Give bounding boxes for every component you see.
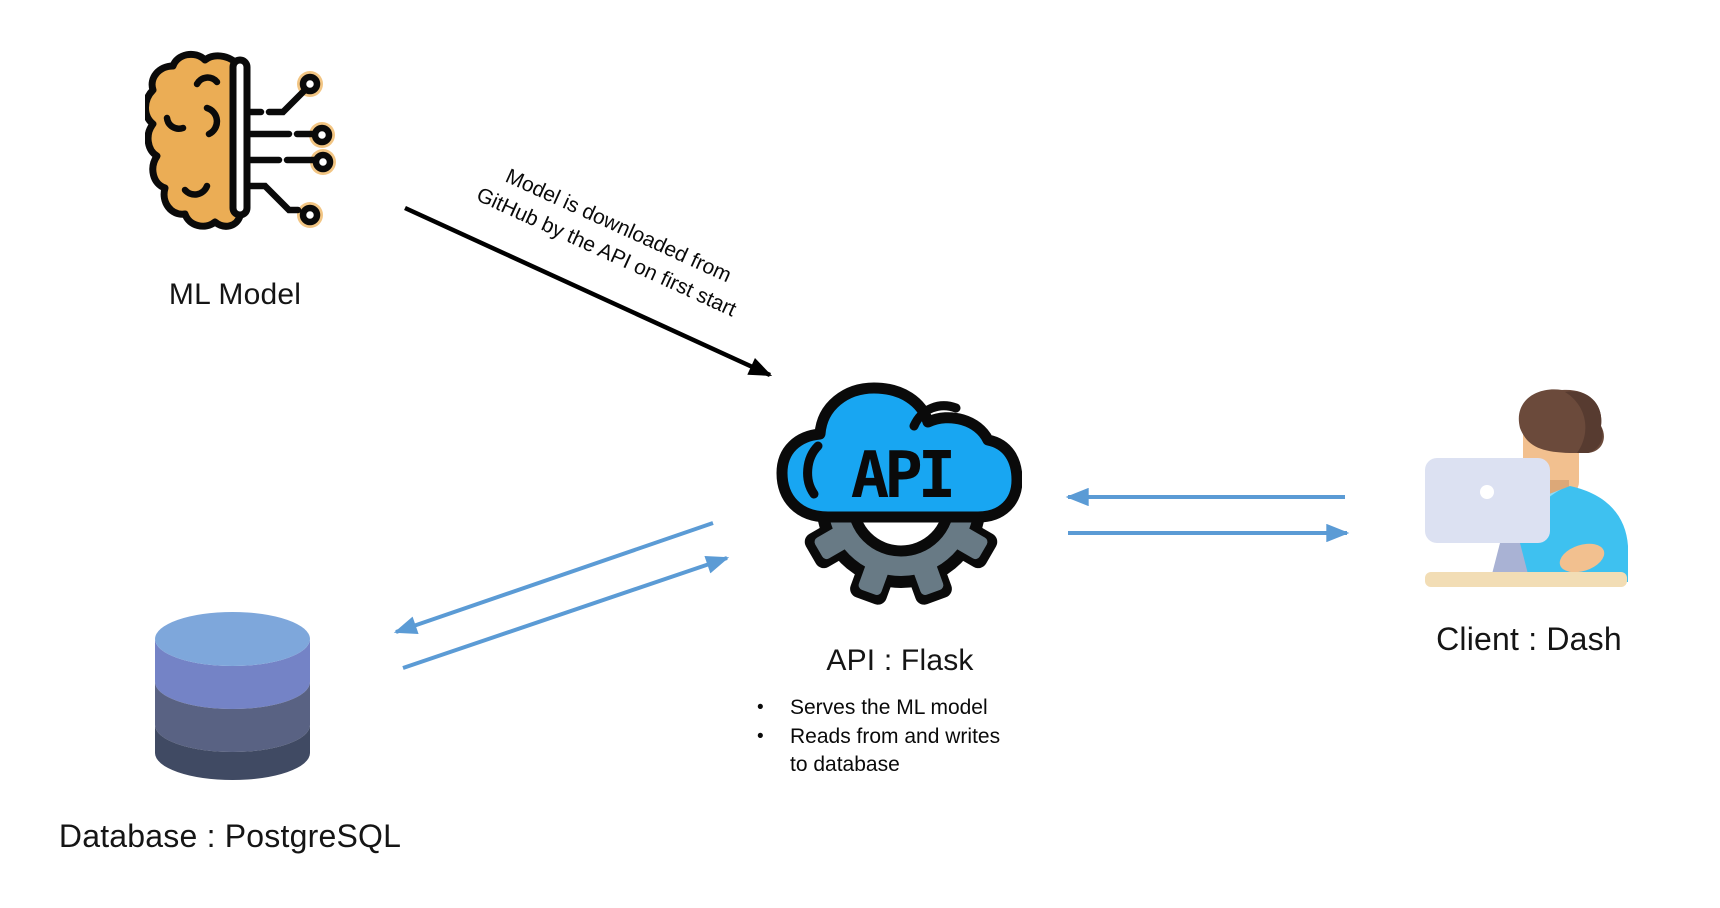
db-band-3	[155, 725, 310, 780]
monitor	[1425, 458, 1550, 543]
list-item: • Reads from and writes to database	[757, 723, 1057, 779]
circuit-lines	[245, 86, 318, 214]
hair-shade	[1565, 391, 1603, 453]
brain-detail-lines	[163, 74, 221, 198]
cloud-shape	[776, 382, 1022, 523]
brain-shape	[145, 50, 244, 230]
bullet-text: Serves the ML model	[790, 696, 988, 719]
brain-circuit-icon	[145, 50, 336, 230]
db-band-2	[155, 682, 310, 752]
ml-model-label: ML Model	[168, 278, 302, 311]
monitor-dot	[1480, 485, 1494, 499]
brain-stem	[229, 56, 251, 219]
bullet-icon: •	[757, 725, 764, 747]
circuit-nodes	[299, 73, 334, 226]
hand	[1559, 543, 1605, 573]
desk	[1425, 572, 1627, 587]
db-band-1	[155, 639, 310, 709]
api-icon-text: API	[851, 439, 952, 513]
database-label: Database : PostgreSQL	[58, 818, 402, 854]
client-person-icon	[1425, 389, 1628, 587]
list-item: • Serves the ML model	[757, 694, 1057, 722]
db-to-api-arrow	[402, 555, 730, 670]
database-icon	[155, 612, 310, 780]
api-bullet-list: • Serves the ML model • Reads from and w…	[757, 694, 1057, 780]
client-label: Client : Dash	[1436, 621, 1622, 657]
api-to-db-arrow	[393, 521, 714, 634]
db-top-face	[155, 612, 310, 666]
api-cloud-gear-icon: API	[776, 382, 1022, 605]
ml-to-api-arrow	[404, 205, 773, 378]
bullet-text: Reads from and writes to database	[790, 724, 1001, 776]
monitor-stand	[1492, 543, 1528, 574]
api-label: API : Flask	[826, 644, 974, 677]
cloud-highlights	[803, 401, 961, 499]
bullet-icon: •	[757, 697, 764, 718]
